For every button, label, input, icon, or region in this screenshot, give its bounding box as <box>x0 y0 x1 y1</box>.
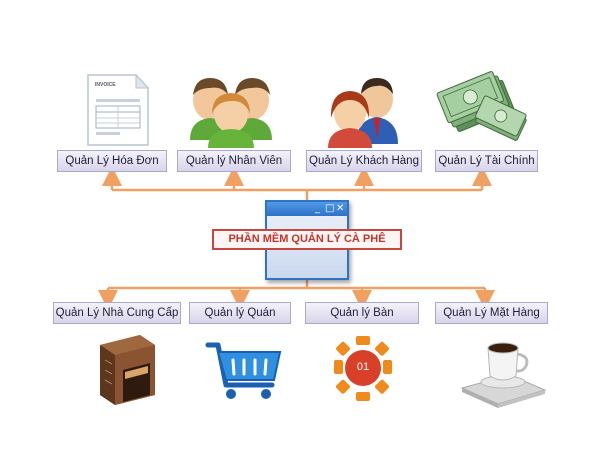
module-products[interactable]: Quản Lý Mặt Hàng <box>435 302 548 324</box>
center-title: PHẦN MỀM QUẢN LÝ CÀ PHÊ <box>228 233 386 245</box>
maximize-icon: □ <box>325 203 335 214</box>
module-shop-label: Quản lý Quán <box>204 307 276 319</box>
module-customers[interactable]: Quản Lý Khách Hàng <box>306 150 422 172</box>
close-icon: ✕ <box>336 203 345 214</box>
module-tables[interactable]: Quản lý Bàn <box>305 302 419 324</box>
module-invoice[interactable]: Quản Lý Hóa Đơn <box>57 150 167 172</box>
module-shop[interactable]: Quản lý Quán <box>189 302 291 324</box>
module-tables-label: Quản lý Bàn <box>330 307 394 319</box>
center-title-banner: PHẦN MỀM QUẢN LÝ CÀ PHÊ <box>212 229 402 250</box>
window-titlebar <box>267 202 347 216</box>
module-finance-label: Quản Lý Tài Chính <box>438 155 535 167</box>
table-number: 01 <box>356 361 370 373</box>
invoice-heading: INVOICE <box>95 82 116 88</box>
module-supplier[interactable]: Quản Lý Nhà Cung Cấp <box>53 302 181 324</box>
module-supplier-label: Quản Lý Nhà Cung Cấp <box>55 307 179 319</box>
module-staff[interactable]: Quản lý Nhân Viên <box>177 150 291 172</box>
module-products-label: Quản Lý Mặt Hàng <box>443 307 540 319</box>
minimize-icon: _ <box>315 203 320 214</box>
module-finance[interactable]: Quản Lý Tài Chính <box>435 150 538 172</box>
module-staff-label: Quản lý Nhân Viên <box>185 155 283 167</box>
module-invoice-label: Quản Lý Hóa Đơn <box>65 155 159 167</box>
module-customers-label: Quản Lý Khách Hàng <box>309 155 419 167</box>
